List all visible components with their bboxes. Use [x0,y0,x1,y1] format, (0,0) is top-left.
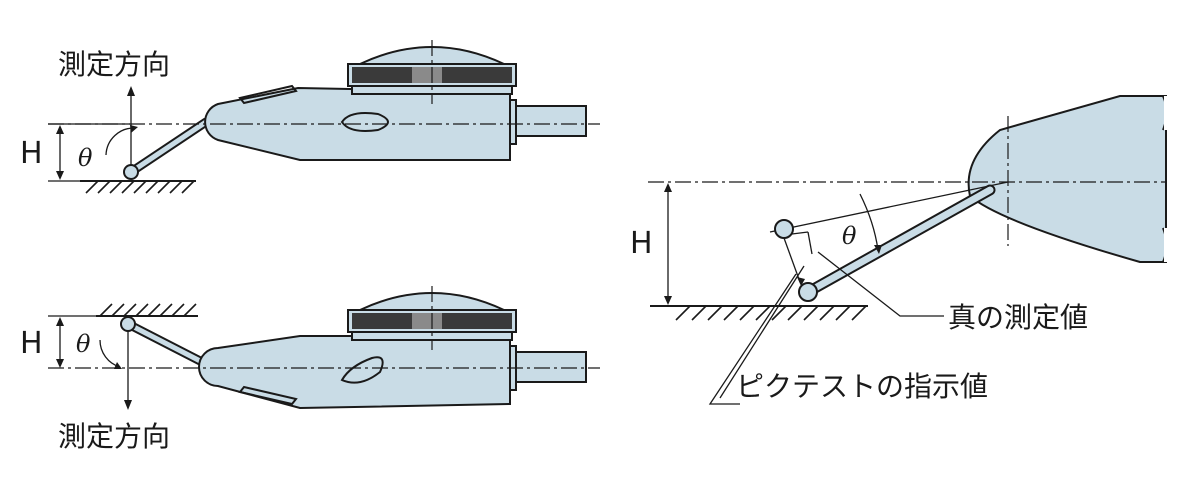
angle-label-bottom: θ [76,330,91,358]
top-indicator-figure [48,40,600,194]
right-leader-lines [708,251,944,405]
top-contact-ball [123,164,139,180]
right-contact-ball [798,282,818,302]
measurement-direction-label-top: 測定方向 [58,48,170,81]
indicator-value-label: ピクテストの指示値 [736,370,988,403]
top-ground-surface [80,180,196,194]
top-lever-knob [340,112,389,132]
right-indicator-body [967,95,1167,263]
bottom-contact-ball [120,316,136,332]
bottom-ceiling-surface [96,303,198,317]
right-ghost-ball [774,219,794,239]
right-detail-figure [648,95,1168,405]
angle-label-right: θ [842,222,857,250]
right-angle-arc [859,193,879,251]
bottom-direction-arrow [124,330,132,410]
angle-label-top: θ [78,144,93,172]
true-value-label: 真の測定値 [948,301,1088,334]
bottom-indicator-figure [48,286,600,410]
right-ground-surface [650,305,868,321]
top-stem [509,105,587,137]
measurement-direction-label-bottom: 測定方向 [58,420,170,453]
right-height-dimension [664,183,672,305]
height-label-top: H [20,136,43,171]
height-label-bottom: H [20,326,43,361]
height-label-right: H [630,226,653,261]
bottom-height-dimension [48,315,96,368]
bottom-stem [509,351,587,383]
